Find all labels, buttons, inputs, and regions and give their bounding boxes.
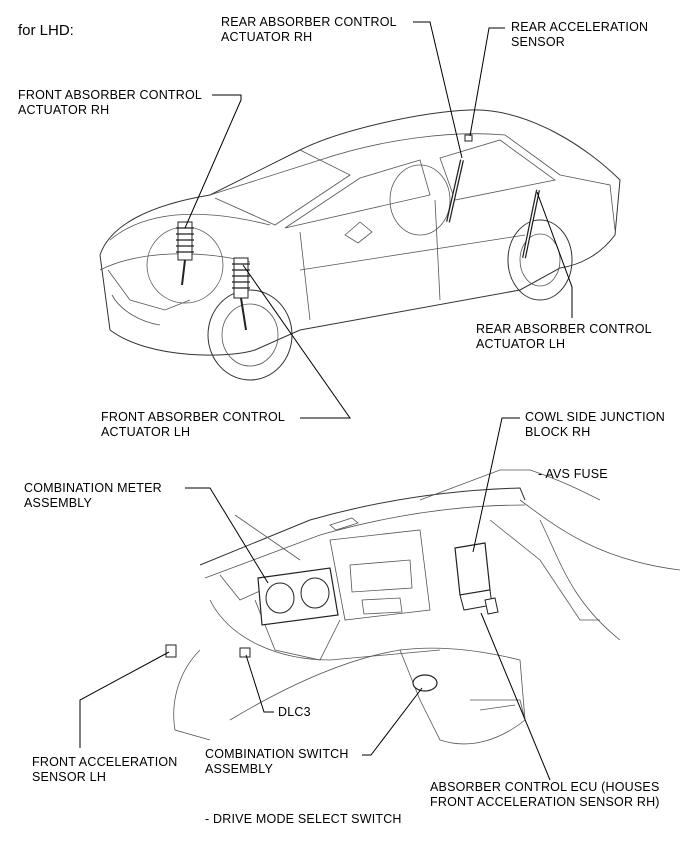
rear-absorber-lh-part xyxy=(522,189,540,259)
front-absorber-lh-part xyxy=(232,257,250,331)
label-line: BLOCK RH xyxy=(525,425,591,439)
label-line: COWL SIDE JUNCTION xyxy=(525,410,665,424)
label-rear-absorber-rh: REAR ABSORBER CONTROL ACTUATOR RH xyxy=(221,15,397,45)
label-line: FRONT ACCELERATION SENSOR RH) xyxy=(430,795,660,809)
label-line: ACTUATOR LH xyxy=(101,425,191,439)
label-line: REAR ACCELERATION xyxy=(511,20,649,34)
label-rear-accel-sensor: REAR ACCELERATION SENSOR xyxy=(511,20,648,50)
label-line: REAR ABSORBER CONTROL xyxy=(221,15,397,29)
label-rear-absorber-lh: REAR ABSORBER CONTROL ACTUATOR LH xyxy=(476,322,652,352)
label-line: COMBINATION SWITCH xyxy=(205,747,349,761)
label-line: ASSEMBLY xyxy=(24,496,93,510)
label-dlc3: DLC3 xyxy=(278,705,311,719)
label-line: FRONT ABSORBER CONTROL xyxy=(18,88,203,102)
label-front-absorber-rh: FRONT ABSORBER CONTROL ACTUATOR RH xyxy=(18,88,202,118)
dlc3-part xyxy=(239,647,251,658)
label-line: FRONT ACCELERATION xyxy=(32,755,178,769)
leader-lines xyxy=(79,21,573,781)
label-cowl-junction: COWL SIDE JUNCTION BLOCK RH xyxy=(525,410,665,440)
front-accel-lh-part xyxy=(165,644,177,658)
front-absorber-rh-part xyxy=(176,221,194,286)
label-line: ABSORBER CONTROL ECU (HOUSES xyxy=(430,780,660,794)
label-line: ACTUATOR RH xyxy=(18,103,110,117)
label-line: COMBINATION METER xyxy=(24,481,162,495)
page-heading: for LHD: xyxy=(18,22,74,39)
combination-meter-part xyxy=(257,567,339,626)
rear-absorber-rh-part xyxy=(446,159,464,223)
label-avs-fuse: - AVS FUSE xyxy=(538,467,608,481)
label-combination-switch: COMBINATION SWITCH ASSEMBLY xyxy=(205,747,349,777)
combination-switch-part xyxy=(412,674,438,692)
label-front-accel-lh: FRONT ACCELERATION SENSOR LH xyxy=(32,755,178,785)
label-line: FRONT ABSORBER CONTROL xyxy=(101,410,286,424)
label-combination-meter: COMBINATION METER ASSEMBLY xyxy=(24,481,162,511)
label-line: ACTUATOR RH xyxy=(221,30,313,44)
label-line: SENSOR LH xyxy=(32,770,107,784)
label-line: REAR ABSORBER CONTROL xyxy=(476,322,652,336)
label-line: ASSEMBLY xyxy=(205,762,274,776)
label-front-absorber-lh: FRONT ABSORBER CONTROL ACTUATOR LH xyxy=(101,410,285,440)
rear-accel-sensor-part xyxy=(464,134,473,142)
label-drive-mode-switch: - DRIVE MODE SELECT SWITCH xyxy=(205,812,402,826)
label-absorber-ecu: ABSORBER CONTROL ECU (HOUSES FRONT ACCEL… xyxy=(430,780,660,810)
label-line: SENSOR xyxy=(511,35,565,49)
label-line: ACTUATOR LH xyxy=(476,337,566,351)
dashboard-illustration xyxy=(165,469,681,745)
absorber-ecu-part xyxy=(454,542,499,615)
